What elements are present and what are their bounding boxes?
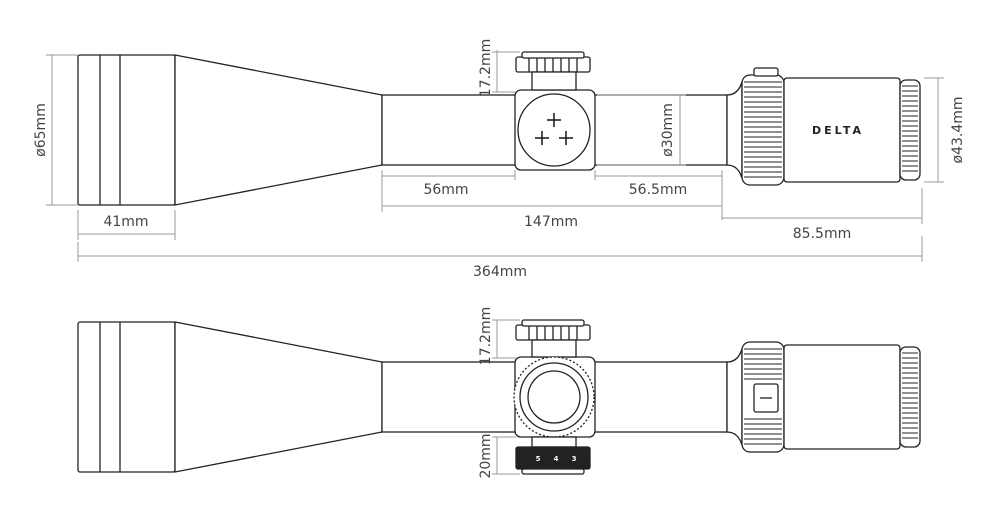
brand-logo: DELTA [812,124,864,137]
parallax-number: 5 [536,455,541,463]
adjustment-arrows-icon [535,113,573,145]
turret-stem [531,71,577,91]
scope-side-view [77,319,921,475]
parallax-number: 4 [554,455,559,463]
parallax-number: 3 [572,455,577,463]
diopter-ring [899,79,921,181]
parallax-knob-height-label: 20mm [478,433,494,478]
total-length-label: 364mm [473,264,527,280]
eyepiece-length-label: 85.5mm [793,226,851,242]
throw-lever [753,67,779,77]
diopter-knurl [902,85,918,172]
elevation-turret-top [521,51,585,59]
side-turret-height-label: 17.2mm [478,307,494,365]
objective-length-label: 41mm [103,214,148,230]
windage-turret-face [517,93,591,167]
power-ring-knurl [744,81,782,178]
eyepiece-diameter-label: ø43.4mm [950,96,966,163]
objective-bell [77,54,176,206]
turret-height-label: 17.2mm [478,39,494,97]
top-view-dimension-lines [46,50,944,262]
objective-taper [174,54,383,206]
rear-tube-length-label: 56.5mm [629,182,687,198]
eyepiece-neck [726,81,743,179]
diopter-ring [899,346,921,448]
windage-knob-cap [527,370,581,424]
objective-taper [174,321,383,473]
main-section-length-label: 147mm [524,214,578,230]
eyepiece-body [783,344,901,450]
front-tube-length-label: 56mm [423,182,468,198]
objective-diameter-label: ø65mm [33,103,49,157]
scope-top-view [77,51,921,206]
tube-diameter-label: ø30mm [660,103,676,157]
side-view-dimension-lines [492,319,520,475]
objective-bell [77,321,176,473]
